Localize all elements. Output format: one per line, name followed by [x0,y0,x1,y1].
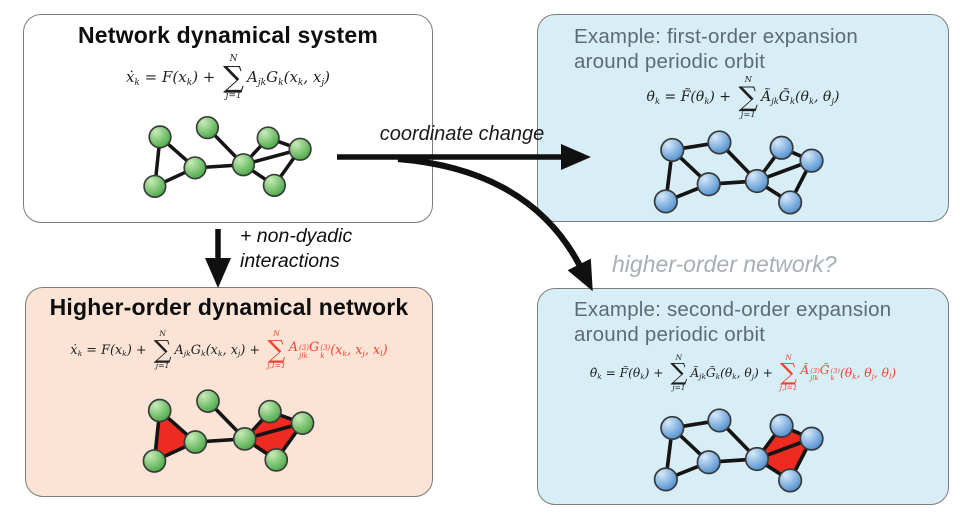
higher-order-network-question-label: higher-order network? [612,251,837,277]
panel-title: Network dynamical system [77,22,379,48]
panel-title-line1: Example: second-order expansion [574,298,892,321]
panel-first-order-expansion: Example: first-order expansion around pe… [537,14,949,222]
non-dyadic-label-line1: + non-dyadic [240,225,353,247]
panel-title-line2: around periodic orbit [574,50,766,73]
green-network-with-triangles-graph [26,378,432,483]
green-network-graph [24,105,432,208]
blue-network-with-triangles-graph [538,399,948,504]
coordinate-change-label: coordinate change [379,123,545,145]
panel-title-line1: Example: first-order expansion [574,25,859,48]
panel-title-line2: around periodic orbit [574,323,766,346]
blue-network-graph [538,121,948,226]
panel-title: Higher-order dynamical network [49,294,409,320]
non-dyadic-label-line2: interactions [240,250,340,273]
non-dyadic-label: + non-dyadic interactions [240,224,352,275]
panel-second-order-expansion: Example: second-order expansion around p… [537,288,949,505]
